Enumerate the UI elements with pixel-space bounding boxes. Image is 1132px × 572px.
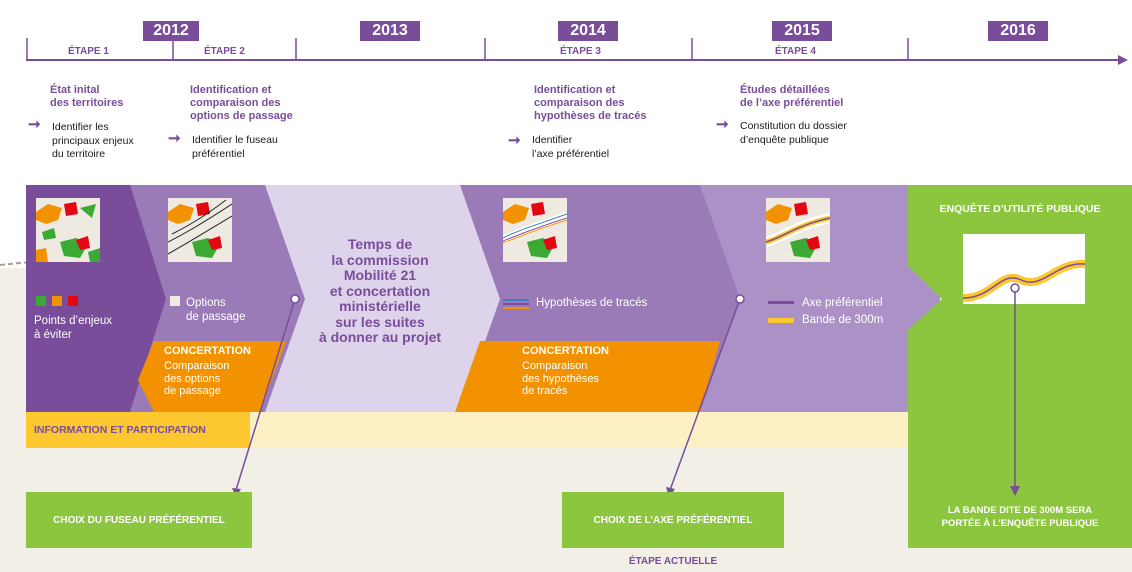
legend-line-blue xyxy=(503,299,529,301)
legend-options-square xyxy=(170,296,180,306)
enquete-map-image xyxy=(962,234,1086,304)
choix-axe-box: CHOIX DE L’AXE PRÉFÉRENTIEL xyxy=(562,492,784,548)
commission-text: Temps de la commission Mobilité 21 et co… xyxy=(318,236,442,345)
segment-etape-4 xyxy=(690,185,940,412)
etape-2-label: ÉTAPE 2 xyxy=(204,46,245,57)
concertation-1-band xyxy=(138,341,286,412)
choix-fuseau-box: CHOIX DU FUSEAU PRÉFÉRENTIEL xyxy=(26,492,252,548)
arrow-right-icon: ➞ xyxy=(716,116,729,133)
legend-green-square xyxy=(36,296,46,306)
legend-bande: Bande de 300m xyxy=(802,314,884,326)
information-band xyxy=(26,412,1132,448)
legend-red-square xyxy=(68,296,78,306)
node-fuseau xyxy=(290,294,300,304)
map-options-image xyxy=(168,198,232,262)
arrow-right-icon: ➞ xyxy=(168,130,181,147)
etape-1-label: ÉTAPE 1 xyxy=(68,46,109,57)
segment-commission xyxy=(260,185,500,412)
information-participation-label: INFORMATION ET PARTICIPATION xyxy=(34,424,206,436)
map-hypotheses-image xyxy=(503,198,567,262)
connector-fuseau xyxy=(235,298,296,491)
map-enjeux-image xyxy=(36,198,100,262)
map-axe-image xyxy=(766,198,830,262)
enquete-title: ENQUÊTE D’UTILITÉ PUBLIQUE xyxy=(939,203,1101,215)
year-2015: 2015 xyxy=(772,21,832,41)
legend-line-axe xyxy=(768,301,794,304)
legend-bande-bar xyxy=(768,318,794,323)
year-2012: 2012 xyxy=(143,21,199,41)
arrow-right-icon: ➞ xyxy=(508,132,521,149)
concertation-1-title: CONCERTATION xyxy=(164,345,251,357)
legend-axe: Axe préférentiel xyxy=(802,297,883,309)
year-2016: 2016 xyxy=(988,21,1048,41)
dashed-line xyxy=(0,261,31,266)
connector-axe xyxy=(669,298,741,491)
concertation-2-band xyxy=(455,341,720,412)
information-band-highlight xyxy=(26,412,250,448)
timeline-arrowhead xyxy=(1118,55,1128,65)
concertation-2-title: CONCERTATION xyxy=(522,345,609,357)
connector-bande xyxy=(1010,283,1020,496)
timeline-ticks xyxy=(26,38,909,60)
legend-line-orange xyxy=(503,307,529,309)
arrow-right-icon: ➞ xyxy=(28,116,41,133)
year-2013: 2013 xyxy=(360,21,420,41)
legend-line-purple xyxy=(503,303,529,305)
etape-4-label: ÉTAPE 4 xyxy=(775,46,816,57)
year-2014: 2014 xyxy=(558,21,618,41)
legend-hypotheses: Hypothèses de tracés xyxy=(536,297,648,309)
etape-actuelle-label: ÉTAPE ACTUELLE xyxy=(628,556,718,567)
etape-3-label: ÉTAPE 3 xyxy=(560,46,601,57)
legend-orange-square xyxy=(52,296,62,306)
node-axe xyxy=(735,294,745,304)
